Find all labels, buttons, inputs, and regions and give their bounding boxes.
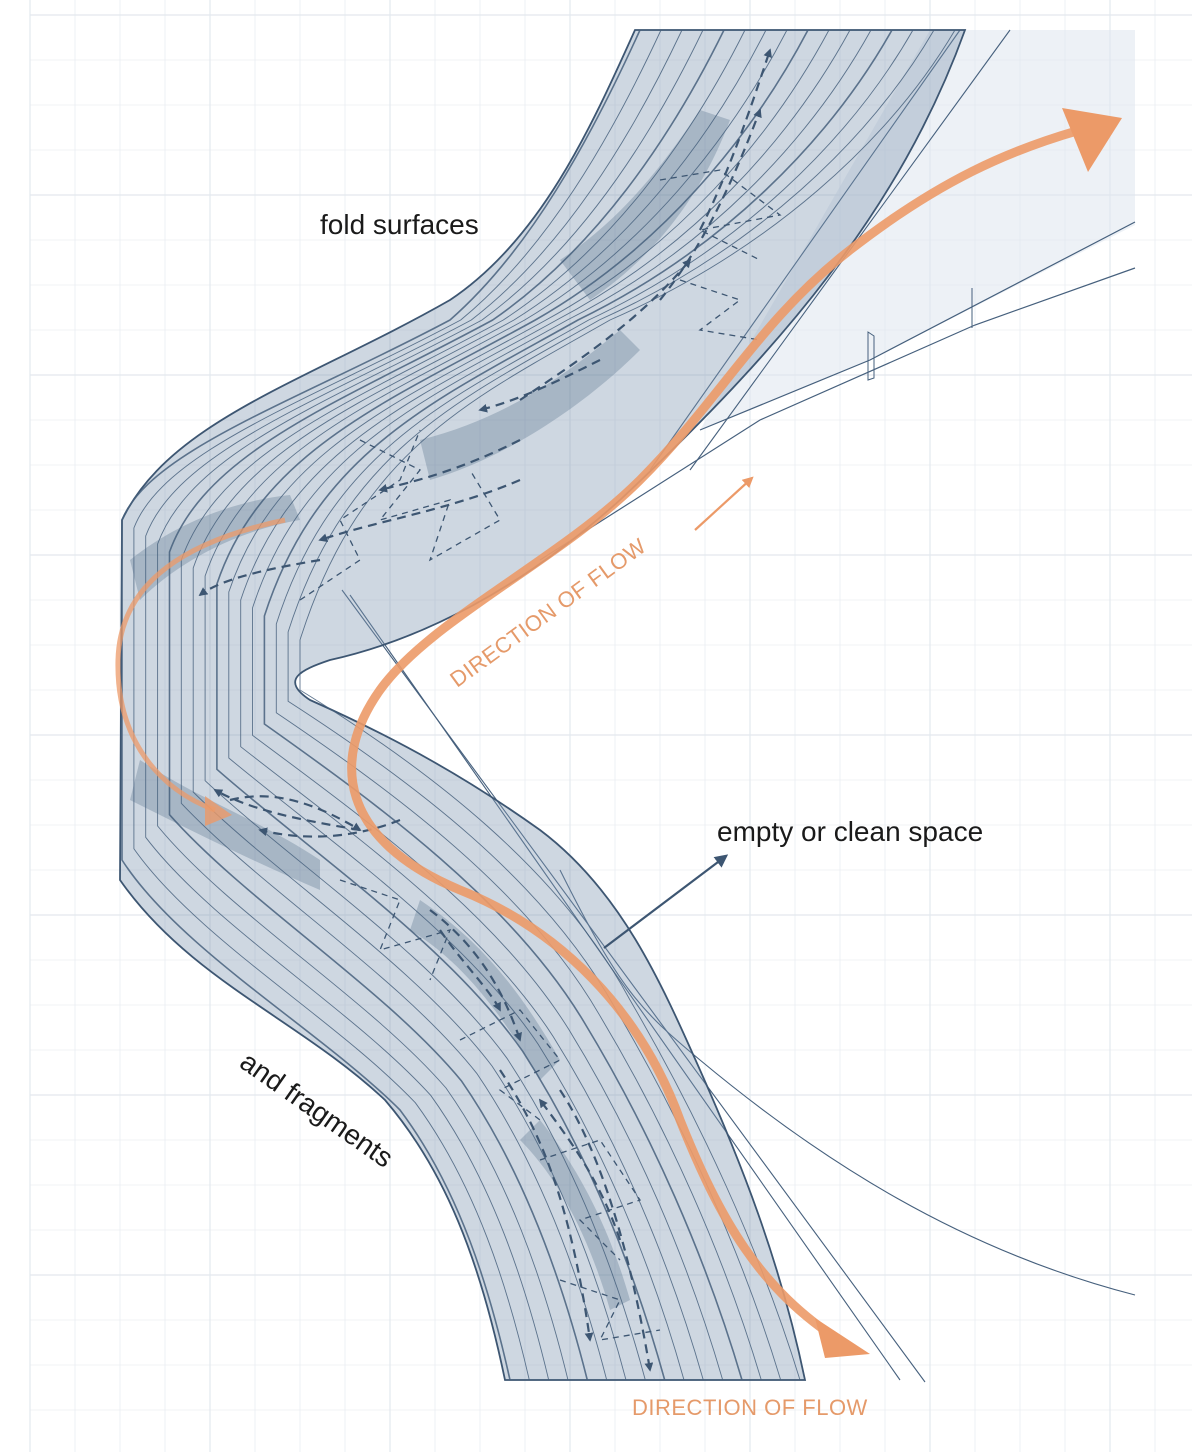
band-shade: [560, 110, 730, 300]
band-strand: [121, 29, 641, 1381]
side-flow-arrowhead: [205, 796, 232, 826]
folded-band: [119, 29, 967, 1381]
sheet-tab: [867, 331, 875, 381]
band-strand: [216, 29, 809, 1381]
band-strand: [228, 29, 830, 1381]
inner-flow-arrows: [198, 48, 772, 1372]
inner-flow-arrow: [213, 789, 361, 832]
inner-flow-arrow: [258, 818, 401, 838]
inner-flow-arrow: [229, 795, 362, 831]
main-flow-arrowhead-bottom: [815, 1318, 870, 1358]
fragments-scribbles: [299, 169, 782, 1341]
guide-lines: [341, 29, 1136, 1383]
label-empty-space: empty or clean space: [717, 816, 983, 847]
band-strand: [252, 29, 872, 1381]
empty-space-pointer: [603, 854, 729, 949]
side-flow-arrow: [115, 517, 286, 813]
inner-flow-arrow: [429, 909, 522, 1042]
inner-flow-arrow: [439, 929, 501, 1012]
sheet-edge-upper: [699, 221, 1136, 431]
main-flow-arrow: [347, 125, 1085, 1347]
band-strand: [133, 29, 662, 1381]
band-strand: [204, 29, 788, 1381]
band-shade: [410, 900, 560, 1080]
band-strand: [299, 29, 956, 1381]
fragment-scribble: [359, 439, 501, 562]
fragment-scribble: [539, 1139, 642, 1261]
inner-flow-arrow: [198, 558, 321, 597]
fragment-scribble: [459, 1009, 562, 1121]
main-flow-arrowhead-top: [1062, 108, 1122, 172]
label-fold-surfaces: fold surfaces: [320, 209, 479, 240]
inner-flow-arrow: [478, 359, 601, 413]
band-strand: [145, 29, 683, 1381]
band-strand: [192, 29, 767, 1381]
inner-flow-arrow: [699, 48, 772, 231]
fragment-scribble: [679, 279, 761, 341]
band-shade: [520, 1120, 630, 1310]
band-strand: [157, 29, 704, 1381]
label-flow-bottom: DIRECTION OF FLOW: [632, 1395, 868, 1420]
grid: [29, 0, 1192, 1452]
flow-label-arrow: [694, 476, 754, 531]
inner-flow-arrow: [538, 1098, 622, 1241]
translucent-sheet: [700, 30, 1135, 430]
fragment-scribble: [659, 169, 782, 261]
band-strand: [287, 29, 935, 1381]
inner-flow-arrow: [378, 439, 521, 493]
inner-flow-arrow: [659, 108, 762, 301]
inner-flow-arrow: [519, 258, 692, 401]
band-strand: [240, 29, 851, 1381]
band-shade: [130, 495, 300, 600]
band-strand: [263, 29, 893, 1381]
band-strand: [168, 29, 725, 1381]
fragment-scribble: [299, 429, 421, 601]
band-strand: [275, 29, 914, 1381]
inner-flow-arrow: [318, 478, 521, 542]
